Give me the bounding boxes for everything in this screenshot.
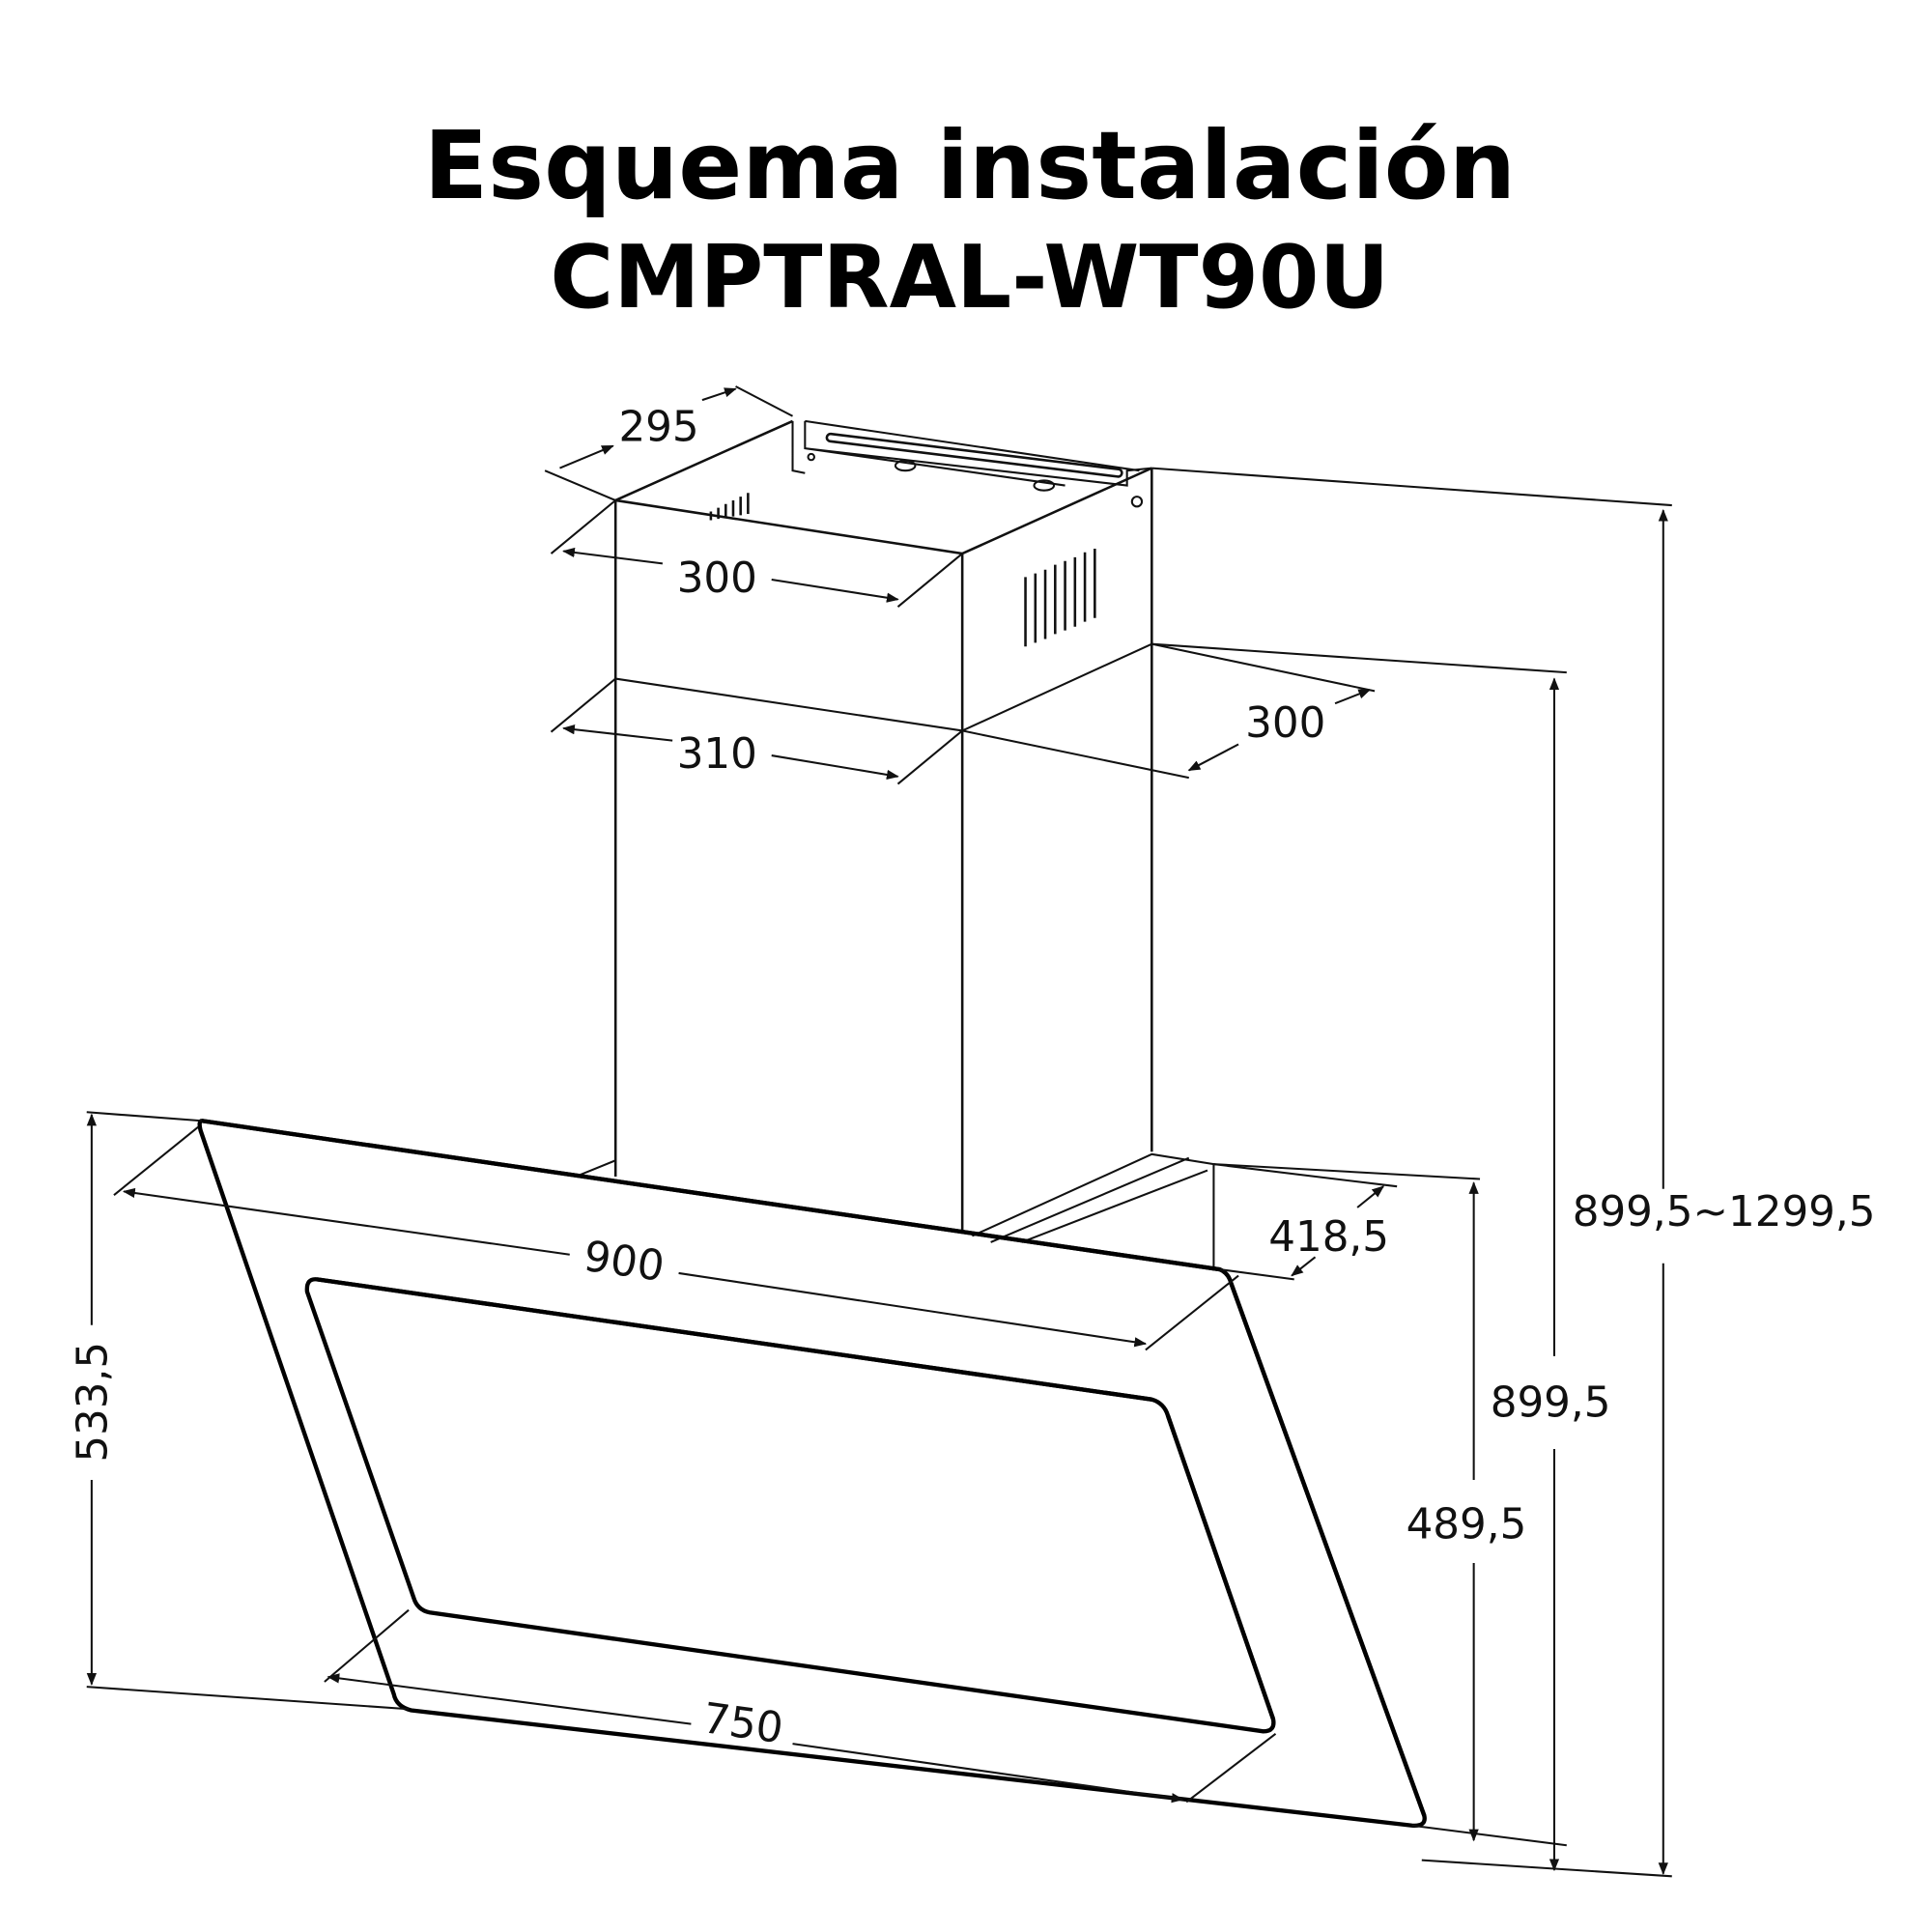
dim-300-depth: 300 [1245,699,1325,748]
dim-310: 310 [677,730,757,779]
dimension-lines [86,385,1672,1878]
dim-899-5-1299-5: 899,5~1299,5 [1573,1188,1876,1236]
dim-750: 750 [699,1694,785,1753]
hood-glass [197,1119,1427,1829]
title-line-2: CMPTRAL-WT90U [550,228,1389,328]
title-line-1: Esquema instalación [424,111,1516,220]
dim-418-5: 418,5 [1268,1213,1389,1262]
dim-533-5: 533,5 [69,1342,117,1463]
dim-899-5: 899,5 [1491,1379,1611,1428]
dim-300-upper: 300 [677,554,757,603]
vent-slots-right [1024,548,1096,647]
dim-295: 295 [618,403,698,451]
dim-900: 900 [581,1233,667,1292]
dim-489-5: 489,5 [1406,1500,1527,1548]
chimney [613,419,1153,1233]
